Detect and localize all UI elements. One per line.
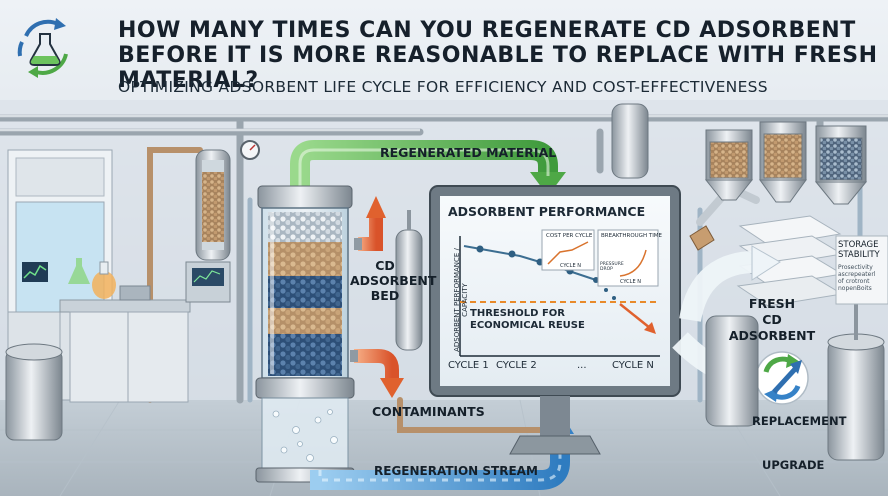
inset-breakthrough-axis: CYCLE N — [620, 279, 641, 285]
storage-note: Prosectivity ascrepeaterl of crotront no… — [838, 264, 876, 292]
page-title: HOW MANY TIMES CAN YOU REGENERATE CD ADS… — [118, 18, 878, 93]
adsorbent-bed-label: CD ADSORBENT BED — [350, 258, 437, 303]
fresh-adsorbent-label: FRESH CD ADSORBENT — [728, 296, 816, 343]
upgrade-label: UPGRADE — [762, 458, 825, 472]
storage-stability-label: STORAGE STABILITY — [838, 240, 880, 260]
inset-breakthrough-title: BREAKTHROUGH TIME — [601, 233, 663, 239]
inset-cost-axis: CYCLE N — [560, 263, 581, 269]
monitor-y-axis-label: ADSORBENT PERFORMANCE / CAPACITY — [453, 248, 469, 352]
replacement-label: REPLACEMENT — [752, 414, 847, 428]
inset-breakthrough-ylabel: PRESSURE DROP — [600, 262, 624, 272]
x-tick-n: CYCLE N — [612, 360, 654, 371]
x-tick-1: CYCLE 1 — [448, 360, 489, 371]
contaminants-label: CONTAMINANTS — [372, 404, 485, 419]
regenerated-material-label: REGENERATED MATERIAL — [380, 145, 557, 160]
inset-cost-title: COST PER CYCLE — [546, 233, 593, 239]
page-subtitle: OPTIMIZING ADSORBENT LIFE CYCLE FOR EFFI… — [118, 78, 768, 96]
threshold-label: THRESHOLD FOR ECONOMICAL REUSE — [470, 308, 585, 331]
monitor-title: ADSORBENT PERFORMANCE — [448, 204, 646, 219]
x-tick-2: CYCLE 2 — [496, 360, 537, 371]
regeneration-stream-label: REGENERATION STREAM — [374, 464, 538, 478]
flask-cycle-icon — [17, 18, 68, 78]
x-tick-ellipsis: ... — [577, 360, 587, 371]
